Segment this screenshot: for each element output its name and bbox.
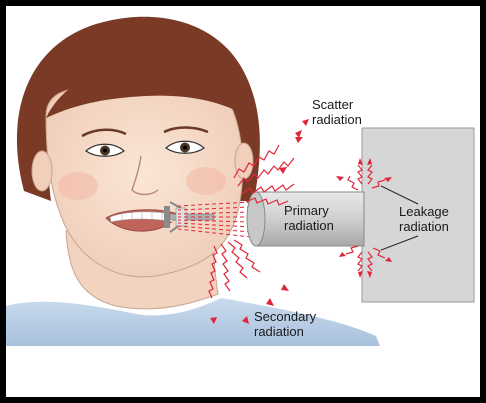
scatter-label: Scatter radiation: [312, 97, 362, 127]
right-cheek: [186, 167, 226, 195]
leakage-arrows: [345, 164, 386, 272]
radiation-diagram: Scatter radiation Primary radiation Leak…: [6, 16, 475, 346]
right-ear: [234, 142, 254, 180]
right-eye: [165, 140, 205, 154]
primary-label: Primary radiation: [284, 203, 334, 233]
primary-beam: [177, 201, 252, 238]
tube-housing: [361, 127, 475, 303]
left-eyebrow: [81, 128, 127, 138]
secondary-label: Secondary radiation: [254, 309, 320, 339]
bangs: [46, 63, 246, 118]
secondary-arrowheads: [210, 284, 289, 324]
hair: [16, 16, 260, 201]
left-cheek: [58, 172, 98, 200]
mouth: [105, 209, 179, 232]
nose: [131, 155, 159, 196]
scatter-arrowheads: [279, 119, 309, 174]
leakage-leader-lines: [380, 185, 419, 251]
left-ear: [31, 150, 53, 192]
diagram-canvas: Scatter radiation Primary radiation Leak…: [6, 6, 480, 397]
scatter-arrows: [233, 144, 295, 206]
right-eyebrow: [163, 126, 209, 134]
secondary-arrows: [208, 239, 261, 299]
leakage-label: Leakage radiation: [399, 204, 453, 234]
left-eye: [85, 143, 125, 157]
leakage-arrowheads: [336, 158, 392, 278]
shirt: [6, 298, 380, 346]
